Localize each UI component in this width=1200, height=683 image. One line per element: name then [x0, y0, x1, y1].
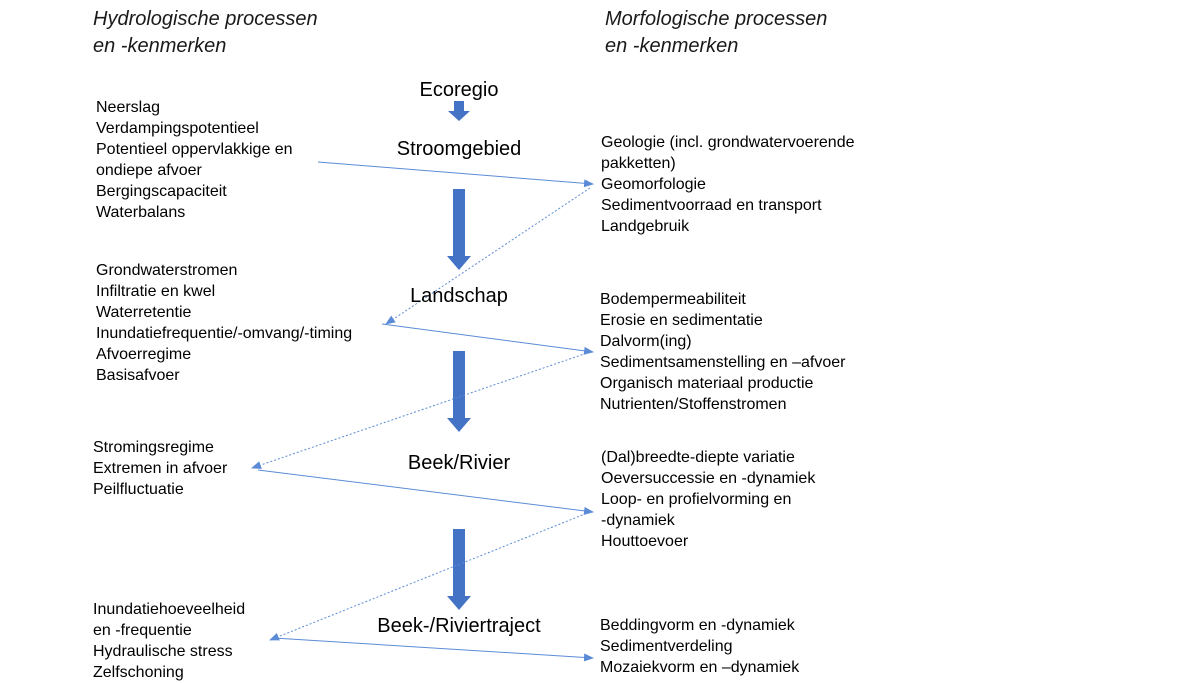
morpho-item: (Dal)breedte-diepte variatie — [601, 449, 795, 466]
hydro-list-beek-riviertraject: Inundatiehoeveelheid en -frequentie Hydr… — [93, 599, 245, 683]
morpho-item: Sedimentvoorraad en transport — [601, 197, 822, 214]
hydro-list-beek-rivier: Stromingsregime Extremen in afvoer Peilf… — [93, 437, 227, 500]
down-arrow-beek-rivier-traject — [447, 529, 471, 610]
hydro-list-landschap: Grondwaterstromen Infiltratie en kwel Wa… — [96, 260, 352, 386]
hydro-item: Neerslag — [96, 99, 161, 116]
level-stroomgebied: Stroomgebied — [396, 138, 522, 160]
morpho-item: Organisch materiaal productie — [600, 375, 814, 392]
morpho-item: Geologie (incl. grondwatervoerende — [601, 134, 855, 151]
hydro-item: Inundatiefrequentie/-omvang/-timing — [96, 325, 353, 342]
hydro-item: Zelfschoning — [93, 664, 184, 681]
down-arrow-stroomgebied-landschap — [447, 189, 471, 270]
morpho-item: Loop- en profielvorming en — [601, 491, 792, 508]
header-morphologic-line-1: Morfologische processen — [605, 8, 828, 30]
morpho-item: Erosie en sedimentatie — [600, 312, 763, 329]
morpho-item: pakketten) — [601, 155, 676, 172]
morpho-item: Bodempermeabiliteit — [600, 291, 746, 308]
connector-stroomgebied-landschap-dotted — [385, 187, 591, 325]
connector-landschap-beek-dotted — [251, 351, 591, 469]
morpho-item: Houttoevoer — [601, 533, 689, 550]
connector-traject-solid — [273, 637, 594, 662]
morpho-list-landschap: Bodempermeabiliteit Erosie en sedimentat… — [600, 289, 845, 415]
hydro-item: Afvoerregime — [96, 346, 192, 363]
hydro-item: Stromingsregime — [93, 439, 214, 456]
hydro-item: Waterbalans — [96, 204, 186, 221]
hydro-item: Bergingscapaciteit — [96, 183, 227, 200]
header-hydrologic: Hydrologische processen en -kenmerken — [93, 6, 318, 60]
connector-beek-rivier-solid — [257, 469, 594, 515]
morpho-item: Oeversuccessie en -dynamiek — [601, 470, 816, 487]
hydro-item: Potentieel oppervlakkige en — [96, 141, 293, 158]
hydro-item: Hydraulische stress — [93, 643, 233, 660]
morpho-item: Nutrienten/Stoffenstromen — [600, 396, 787, 413]
morpho-item: Mozaiekvorm en –dynamiek — [600, 659, 800, 676]
connector-stroomgebied-solid — [317, 161, 594, 188]
morpho-item: -dynamiek — [601, 512, 675, 529]
header-morphologic: Morfologische processen en -kenmerken — [605, 6, 827, 60]
hydro-item: Verdampingspotentieel — [96, 120, 259, 137]
level-beek-rivier: Beek/Rivier — [407, 452, 511, 474]
level-beek-riviertraject: Beek-/Riviertraject — [377, 615, 541, 637]
hydro-item: Waterretentie — [96, 304, 192, 321]
hydro-list-stroomgebied: Neerslag Verdampingspotentieel Potentiee… — [96, 97, 293, 223]
morpho-item: Landgebruik — [601, 218, 690, 235]
connector-landschap-solid — [381, 323, 594, 355]
morpho-item: Geomorfologie — [601, 176, 706, 193]
level-ecoregio: Ecoregio — [419, 79, 499, 101]
hydro-item: Basisafvoer — [96, 367, 180, 384]
hydro-item: Peilfluctuatie — [93, 481, 184, 498]
hydro-item: ondiepe afvoer — [96, 162, 202, 179]
down-arrow-landschap-beek-rivier — [447, 351, 471, 432]
hydro-item: Grondwaterstromen — [96, 262, 238, 279]
level-landschap: Landschap — [410, 285, 508, 307]
morpho-list-stroomgebied: Geologie (incl. grondwatervoerende pakke… — [601, 132, 854, 237]
hydro-item: Infiltratie en kwel — [96, 283, 216, 300]
header-hydrologic-line-1: Hydrologische processen — [93, 8, 318, 30]
morpho-item: Beddingvorm en -dynamiek — [600, 617, 795, 634]
morpho-item: Dalvorm(ing) — [600, 333, 692, 350]
hydro-item: en -frequentie — [93, 622, 192, 639]
hydro-item: Inundatiehoeveelheid — [93, 601, 246, 618]
header-morphologic-line-2: en -kenmerken — [605, 35, 739, 57]
morpho-item: Sedimentsamenstelling en –afvoer — [600, 354, 846, 371]
down-arrow-ecoregio-stroomgebied — [448, 101, 470, 121]
morpho-list-beek-riviertraject: Beddingvorm en -dynamiek Sedimentverdeli… — [600, 615, 799, 678]
morpho-list-beek-rivier: (Dal)breedte-diepte variatie Oeversucces… — [601, 447, 815, 552]
header-hydrologic-line-2: en -kenmerken — [93, 35, 227, 57]
connector-beek-traject-dotted — [269, 511, 591, 641]
hydro-item: Extremen in afvoer — [93, 460, 228, 477]
morpho-item: Sedimentverdeling — [600, 638, 733, 655]
